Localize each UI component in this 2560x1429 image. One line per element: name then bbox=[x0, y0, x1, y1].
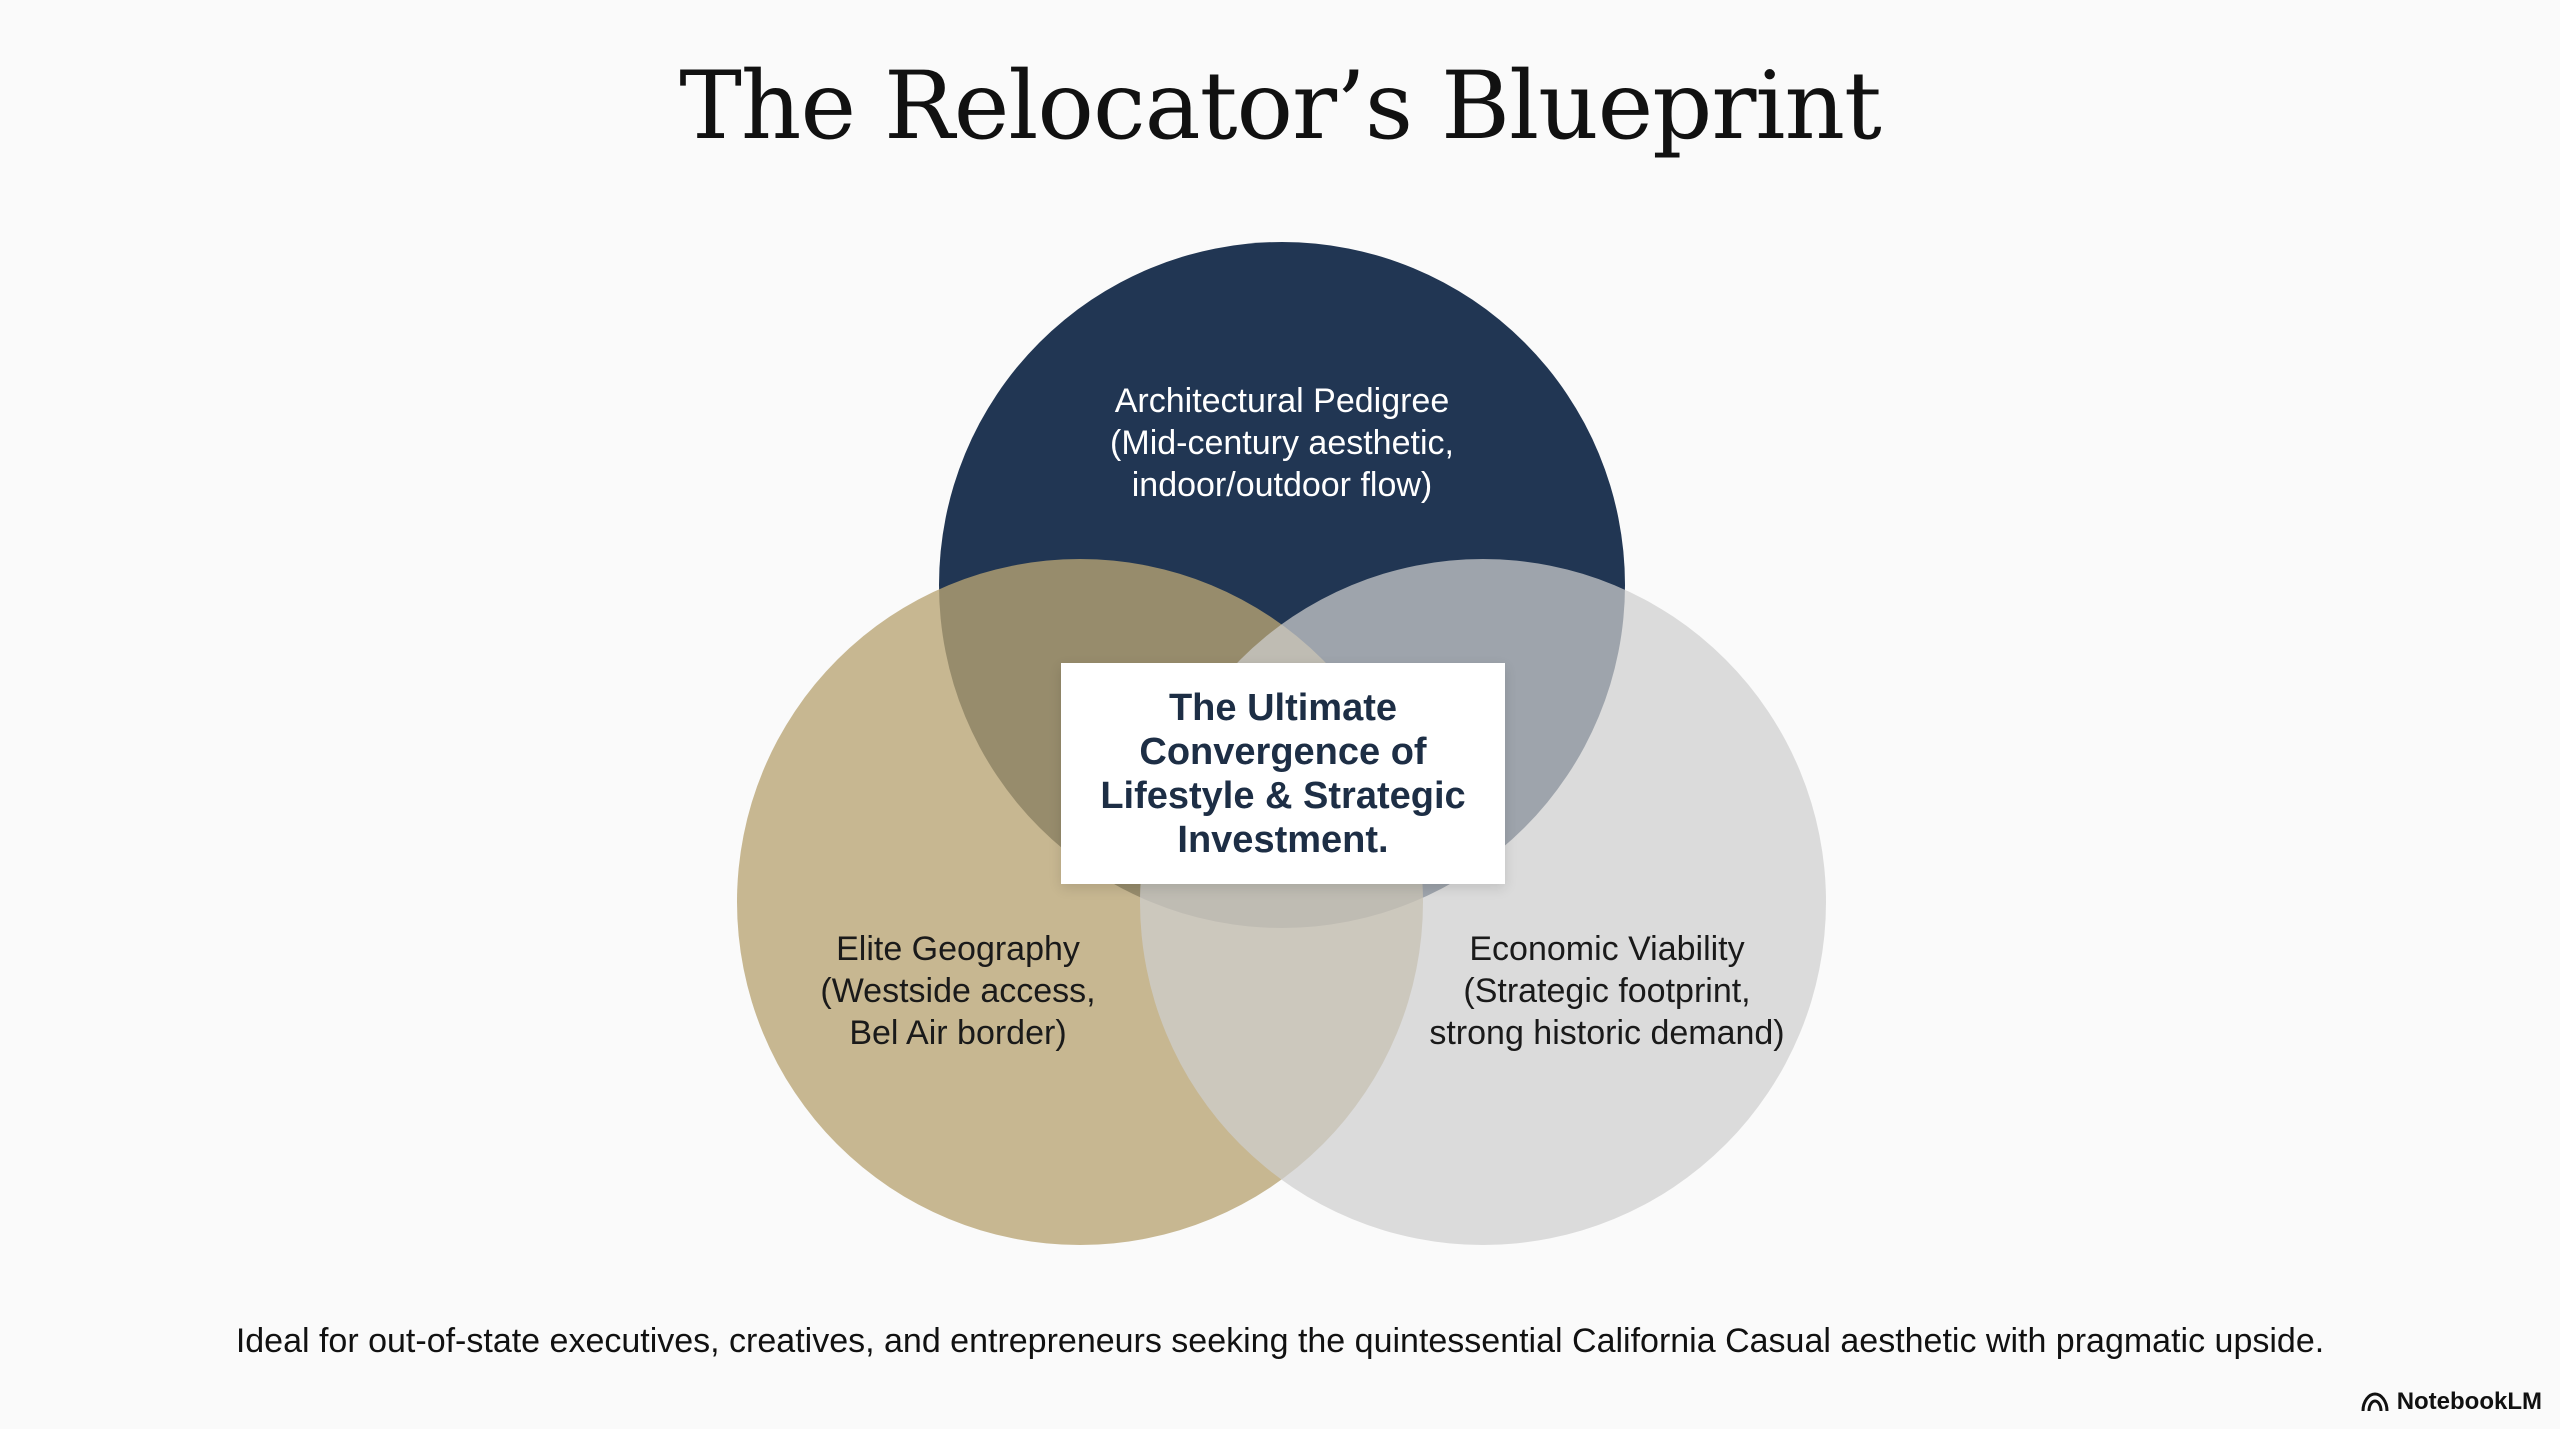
center-line-1: The Ultimate bbox=[1168, 686, 1398, 729]
label-top-line-2: (Mid-century aesthetic, bbox=[1110, 424, 1454, 462]
center-convergence-text: The Ultimate Convergence of Lifestyle & … bbox=[1100, 686, 1465, 862]
label-elite-geography: Elite Geography (Westside access, Bel Ai… bbox=[658, 928, 1258, 1054]
center-line-3: Lifestyle & Strategic bbox=[1100, 774, 1466, 817]
center-convergence-box: The Ultimate Convergence of Lifestyle & … bbox=[1061, 663, 1505, 884]
footer-caption: Ideal for out-of-state executives, creat… bbox=[235, 1322, 2325, 1360]
circle-right bbox=[1140, 559, 1826, 1245]
brand-badge: NotebookLM bbox=[2361, 1388, 2542, 1416]
brand-name: NotebookLM bbox=[2396, 1388, 2542, 1415]
label-top-line-1: Architectural Pedigree bbox=[1114, 382, 1450, 420]
center-line-4: Investment. bbox=[1177, 818, 1389, 861]
label-economic-viability: Economic Viability (Strategic footprint,… bbox=[1307, 928, 1907, 1054]
label-top-line-3: indoor/outdoor flow) bbox=[1131, 466, 1433, 504]
center-line-2: Convergence of bbox=[1139, 730, 1427, 773]
label-right-line-3: strong historic demand) bbox=[1429, 1014, 1785, 1052]
label-left-line-1: Elite Geography bbox=[836, 930, 1080, 968]
label-right-line-2: (Strategic footprint, bbox=[1463, 972, 1751, 1010]
notebooklm-logo-icon bbox=[2361, 1392, 2389, 1412]
label-left-line-2: (Westside access, bbox=[820, 972, 1096, 1010]
label-left-line-3: Bel Air border) bbox=[849, 1014, 1067, 1052]
label-architectural-pedigree: Architectural Pedigree (Mid-century aest… bbox=[982, 380, 1582, 506]
page-title: The Relocator’s Blueprint bbox=[679, 52, 1882, 161]
label-right-line-1: Economic Viability bbox=[1469, 930, 1745, 968]
